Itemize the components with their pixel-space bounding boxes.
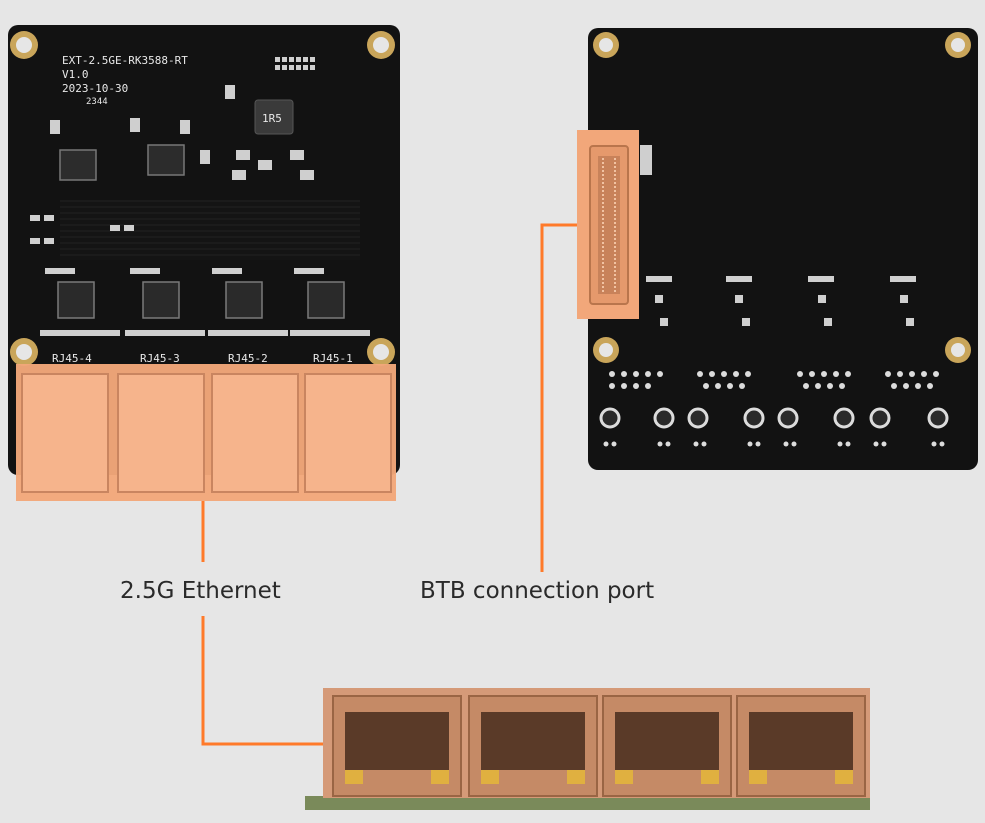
- board-back: [577, 28, 978, 470]
- board-front: EXT-2.5GE-RK3588-RT V1.0 2023-10-30 2344…: [8, 25, 400, 501]
- mounting-hole: [945, 32, 971, 58]
- phy-chip: [225, 281, 263, 319]
- port-label-rj45-3: RJ45-3: [140, 352, 180, 365]
- mounting-hole: [10, 338, 38, 366]
- ethernet-leader-line-lower: [201, 616, 323, 746]
- callout-btb: BTB connection port: [420, 578, 655, 604]
- callout-ethernet: 2.5G Ethernet: [120, 578, 281, 604]
- silkscreen-code: 2344: [86, 97, 108, 107]
- port-label-rj45-4: RJ45-4: [52, 352, 92, 365]
- mounting-hole: [593, 32, 619, 58]
- phy-chip: [57, 281, 95, 319]
- silkscreen-date: 2023-10-30: [62, 82, 128, 95]
- btb-leader-line: [540, 223, 577, 572]
- rj45-jack: [468, 695, 598, 797]
- rj45-jack: [736, 695, 866, 797]
- port-label-rj45-1: RJ45-1: [313, 352, 353, 365]
- chip: [59, 149, 97, 181]
- board-back-pcb: [588, 28, 978, 470]
- silkscreen-version: V1.0: [62, 68, 89, 81]
- phy-chip: [142, 281, 180, 319]
- port-label-rj45-2: RJ45-2: [228, 352, 268, 365]
- rj45-jack: [332, 695, 462, 797]
- mounting-hole: [367, 31, 395, 59]
- inductor-label: 1R5: [262, 112, 282, 125]
- phy-chip: [307, 281, 345, 319]
- ethernet-ports-closeup: [305, 688, 870, 810]
- chip: [147, 144, 185, 176]
- rj45-jack: [602, 695, 732, 797]
- mounting-hole: [367, 338, 395, 366]
- mounting-hole: [10, 31, 38, 59]
- pin-header: [275, 57, 315, 70]
- mounting-hole: [945, 337, 971, 363]
- rj45-jack: [21, 373, 392, 493]
- mounting-hole: [593, 337, 619, 363]
- silkscreen-model: EXT-2.5GE-RK3588-RT: [62, 54, 188, 67]
- inductor: [254, 99, 294, 135]
